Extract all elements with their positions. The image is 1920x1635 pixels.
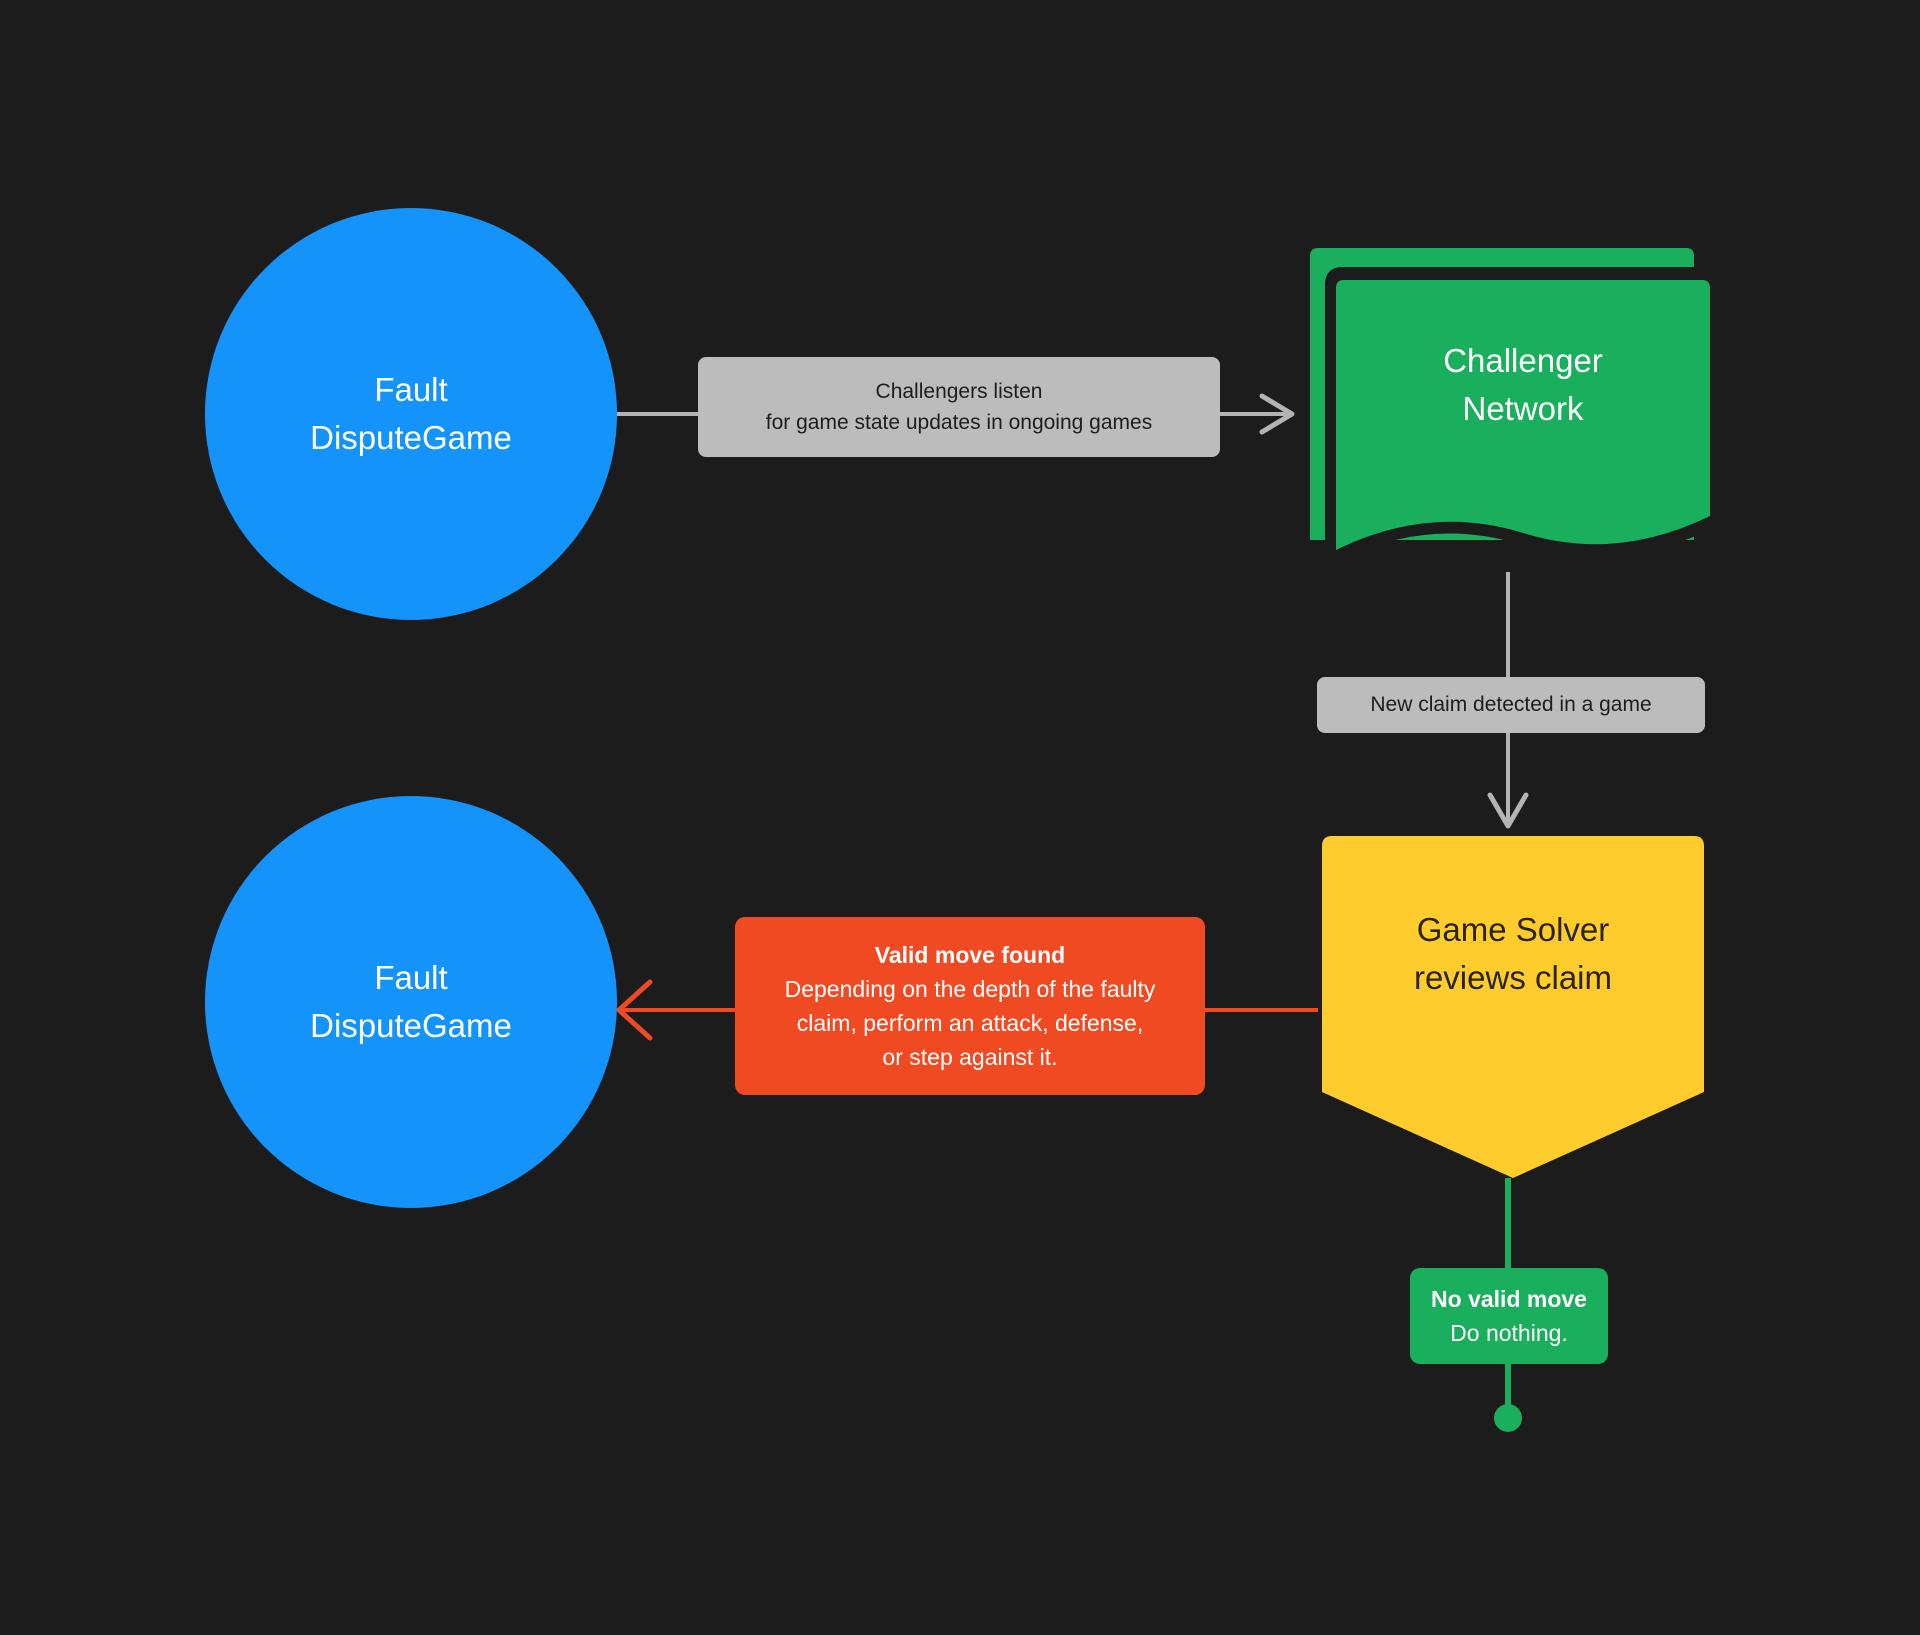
- edge-label-title: No valid move: [1431, 1285, 1587, 1312]
- edge-label-line3: or step against it.: [882, 1044, 1058, 1071]
- node-game-solver-label: Game Solver reviews claim: [1322, 906, 1704, 1002]
- node-label-line2: DisputeGame: [310, 419, 512, 456]
- edge-label-new-claim-detected: New claim detected in a game: [1317, 677, 1705, 733]
- terminator-dot-icon: [1494, 1404, 1522, 1432]
- edge-label-line1: Do nothing.: [1450, 1320, 1568, 1346]
- node-label-line2: DisputeGame: [310, 1007, 512, 1044]
- node-challenger-network[interactable]: Challenger Network: [1336, 280, 1710, 490]
- node-label-line1: Game Solver: [1416, 911, 1610, 948]
- arrowhead-icon: [616, 979, 653, 1041]
- arrowhead-icon: [1487, 792, 1529, 829]
- node-label-line1: Challenger: [1443, 342, 1603, 380]
- edge-label-line1: Challengers listen: [875, 379, 1043, 403]
- node-fault-disputegame-bottom[interactable]: Fault DisputeGame: [205, 796, 617, 1208]
- edge-label-line2: claim, perform an attack, defense,: [796, 1010, 1144, 1036]
- node-label-line2: Network: [1462, 390, 1584, 427]
- node-label-line2: reviews claim: [1413, 958, 1613, 996]
- edge-label-line2: for game state updates in ongoing games: [765, 411, 1153, 434]
- arrowhead-icon: [1259, 393, 1295, 435]
- edge-label-no-valid-move: No valid move Do nothing.: [1410, 1268, 1608, 1364]
- edge-label-line1: Depending on the depth of the faulty: [784, 975, 1156, 1002]
- edge-label-valid-move-found: Valid move found Depending on the depth …: [735, 917, 1205, 1095]
- node-challenger-network-label: Challenger Network: [1336, 280, 1710, 490]
- edge-label-title: Valid move found: [874, 941, 1066, 968]
- edge-label-challengers-listen: Challengers listen for game state update…: [698, 357, 1220, 457]
- node-fault-disputegame-top[interactable]: Fault DisputeGame: [205, 208, 617, 620]
- node-label-line1: Fault: [374, 371, 448, 409]
- node-label-line1: Fault: [374, 959, 448, 997]
- node-game-solver[interactable]: Game Solver reviews claim: [1322, 836, 1704, 1178]
- edge-label-line1: New claim detected in a game: [1370, 693, 1652, 717]
